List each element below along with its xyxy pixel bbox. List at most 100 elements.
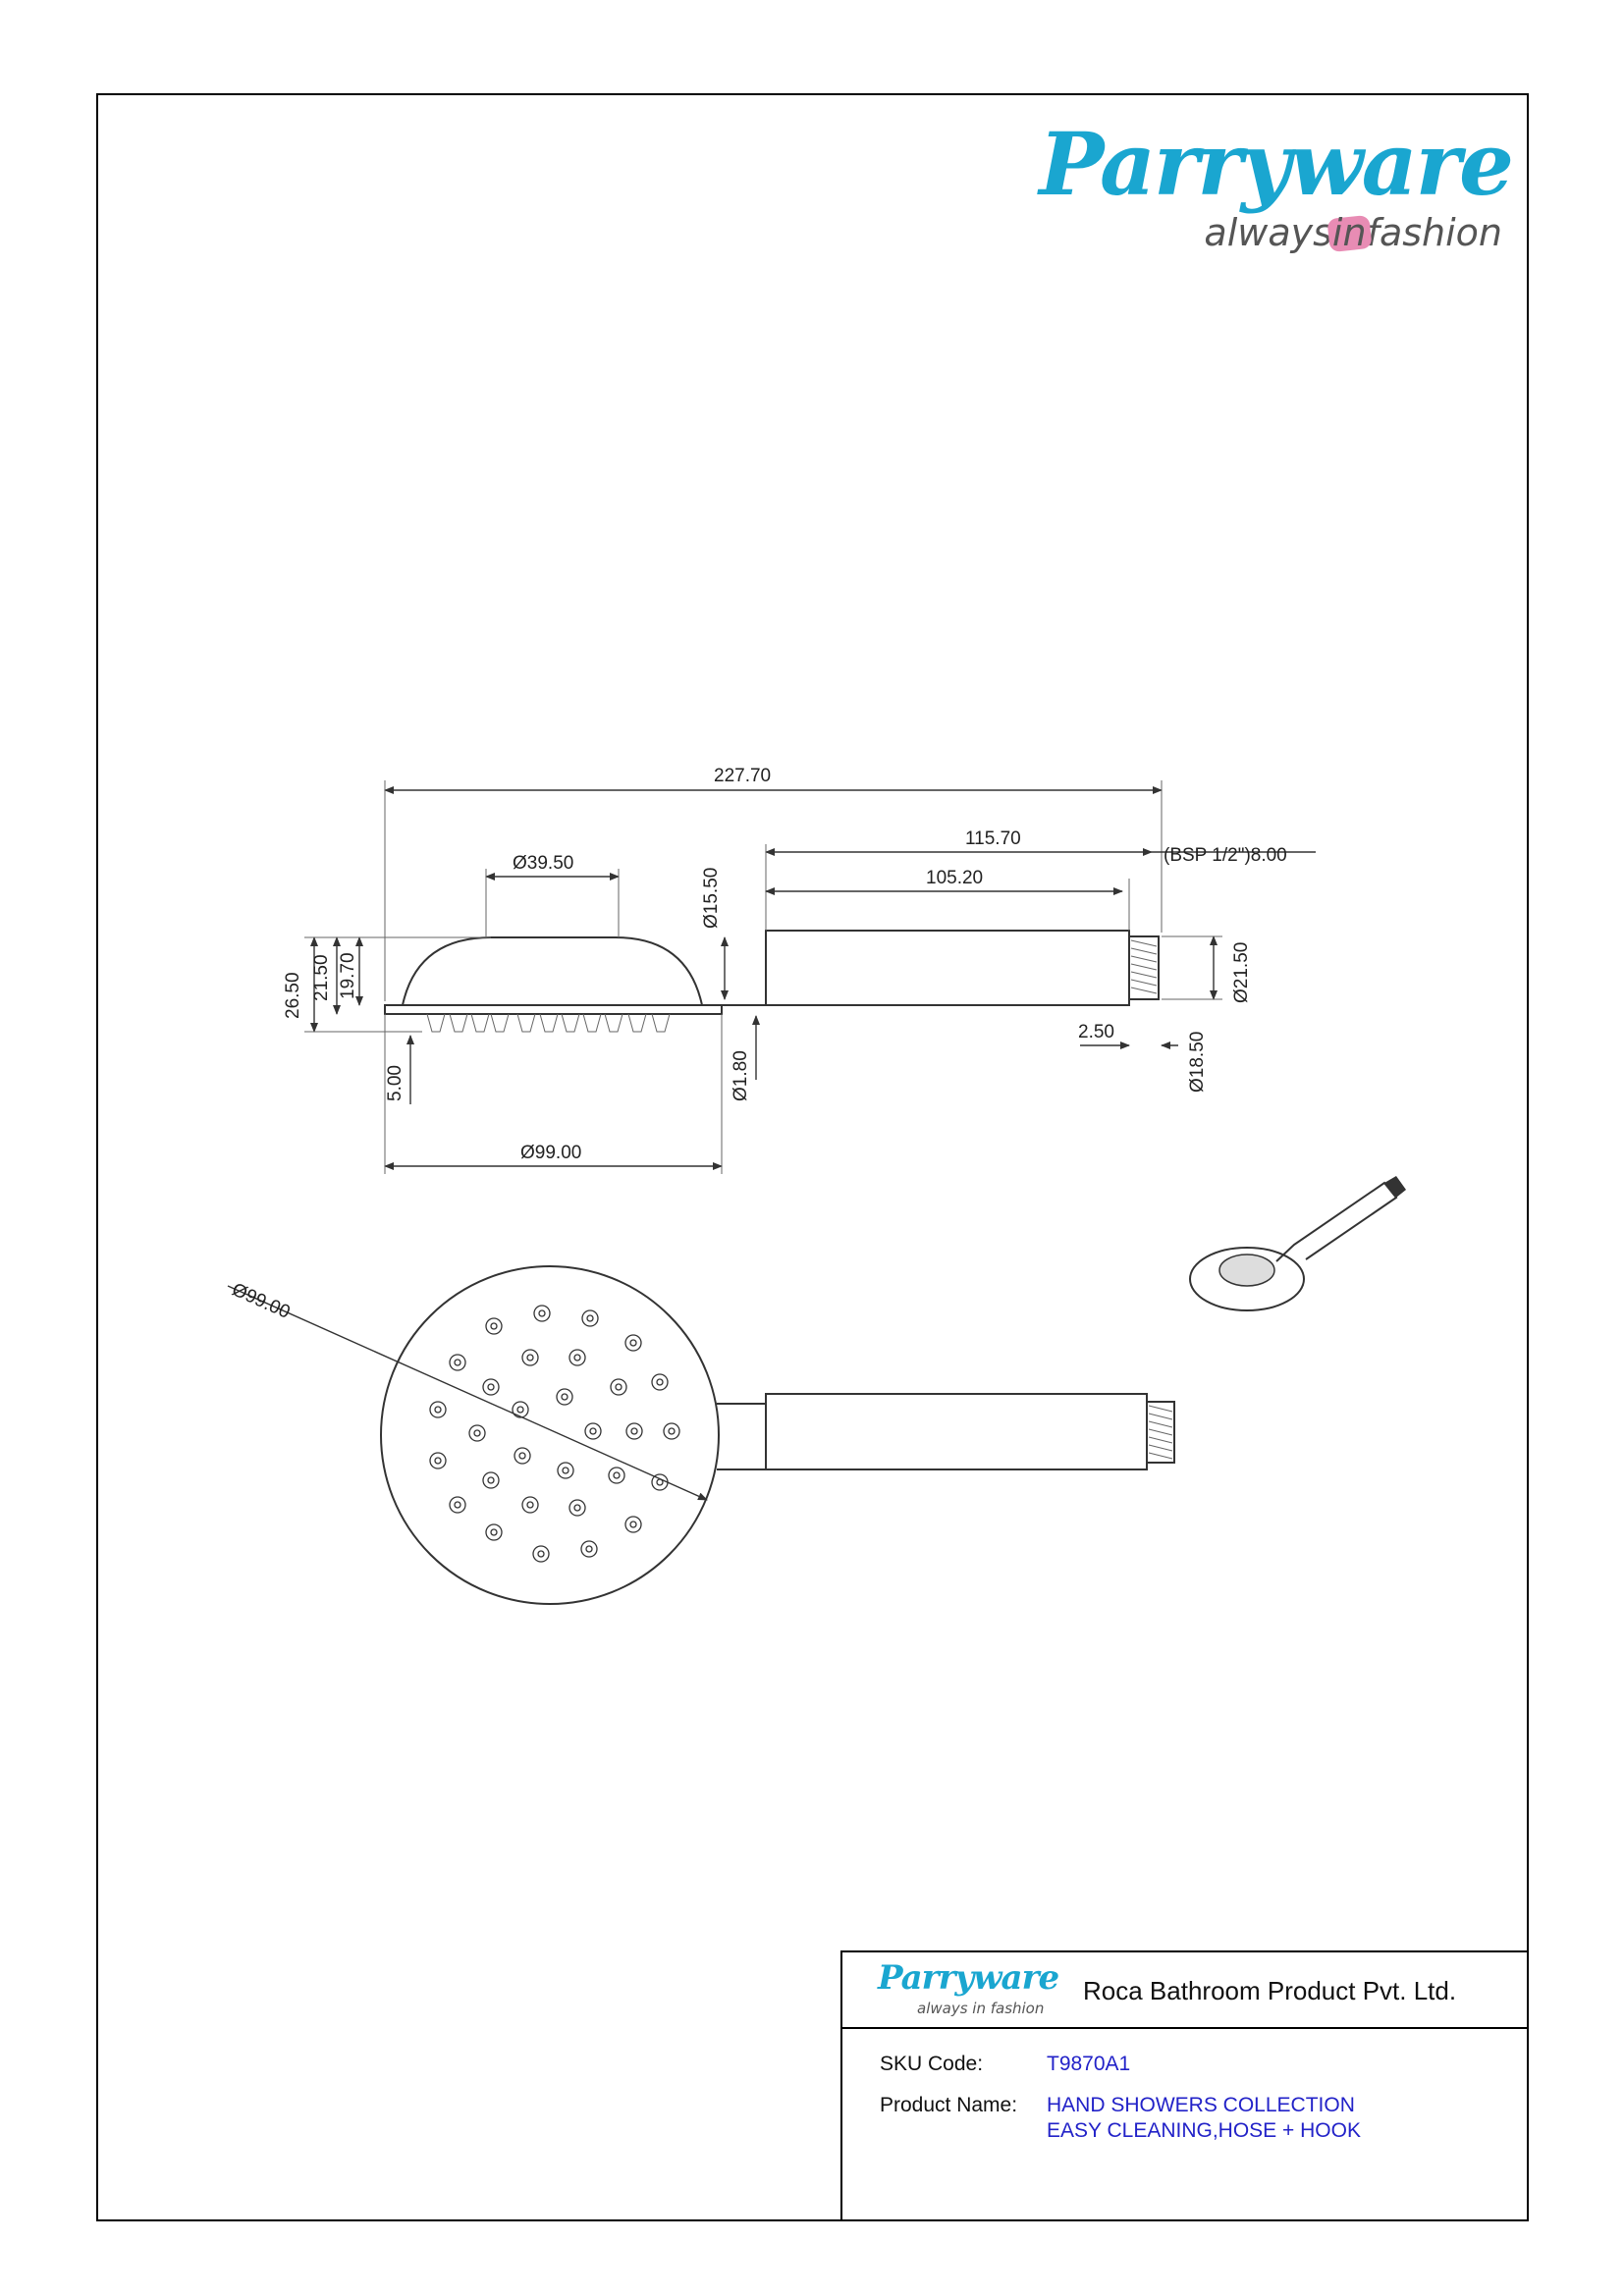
dim-dome-height: 19.70 bbox=[338, 952, 358, 999]
product-line-2: EASY CLEANING,HOSE + HOOK bbox=[1047, 2119, 1361, 2142]
nozzle-hole bbox=[557, 1462, 574, 1479]
dim-handle-body: 105.20 bbox=[926, 868, 983, 888]
dim-plate-thickness: Ø1.80 bbox=[731, 1050, 751, 1101]
handle bbox=[765, 930, 1130, 1006]
sku-label: SKU Code: bbox=[880, 2053, 984, 2075]
nozzle-hole bbox=[651, 1373, 669, 1391]
dim-thread-gap: 2.50 bbox=[1078, 1022, 1114, 1042]
front-neck bbox=[717, 1403, 767, 1470]
nozzle-hole bbox=[434, 1457, 442, 1465]
dim-dome-diameter: Ø39.50 bbox=[513, 853, 573, 874]
nozzle-hole bbox=[561, 1393, 568, 1401]
nozzle-hole bbox=[482, 1378, 500, 1396]
nozzle-hole bbox=[585, 1545, 593, 1553]
nozzle-hole bbox=[532, 1545, 550, 1563]
nozzle-hole bbox=[434, 1406, 442, 1414]
dim-head-diameter: Ø99.00 bbox=[520, 1143, 581, 1163]
dim-head-height: 21.50 bbox=[311, 954, 332, 1001]
nozzle-hole bbox=[490, 1528, 498, 1536]
iso-face bbox=[1189, 1247, 1305, 1311]
thread bbox=[1128, 935, 1160, 1000]
shower-face bbox=[380, 1265, 720, 1605]
dim-handle-diameter: Ø21.50 bbox=[1231, 942, 1252, 1003]
tagline-highlight: in bbox=[1331, 211, 1367, 254]
nozzle-hole bbox=[468, 1424, 486, 1442]
product-label: Product Name: bbox=[880, 2094, 1018, 2116]
iso-thread bbox=[1384, 1176, 1406, 1198]
nozzle-hole bbox=[487, 1383, 495, 1391]
brand-tagline: alwaysinfashion bbox=[1204, 211, 1502, 254]
nozzle-hole bbox=[526, 1354, 534, 1362]
nozzle-hole bbox=[538, 1309, 546, 1317]
nozzle-hole bbox=[449, 1354, 466, 1371]
dim-face-diameter: Ø99.00 bbox=[229, 1279, 293, 1323]
nozzle-hole bbox=[613, 1471, 621, 1479]
nozzle-hole bbox=[454, 1359, 461, 1366]
nozzle-hole bbox=[624, 1516, 642, 1533]
nozzle-hole bbox=[454, 1501, 461, 1509]
tb-brand-tagline: always in fashion bbox=[917, 2000, 1045, 2017]
nozzle-hole bbox=[615, 1383, 623, 1391]
brand-logo: Parryware alwaysinfashion bbox=[1039, 113, 1514, 270]
nozzle-hole bbox=[629, 1521, 637, 1528]
nozzle-hole bbox=[586, 1314, 594, 1322]
dim-neck-diameter: Ø15.50 bbox=[701, 868, 722, 929]
nozzle-hole bbox=[630, 1427, 638, 1435]
dim-thread-inner: Ø18.50 bbox=[1187, 1032, 1208, 1093]
nozzle-hole bbox=[518, 1452, 526, 1460]
dim-total-height: 26.50 bbox=[283, 972, 303, 1019]
nozzle-hole bbox=[487, 1476, 495, 1484]
nozzle-hole bbox=[485, 1317, 503, 1335]
nozzle-hole bbox=[625, 1422, 643, 1440]
nozzle-hole bbox=[663, 1422, 680, 1440]
nozzle-hole bbox=[482, 1471, 500, 1489]
nozzle-hole bbox=[485, 1523, 503, 1541]
brand-name: Parryware bbox=[1039, 113, 1514, 215]
front-handle bbox=[765, 1393, 1148, 1470]
nozzle-hole bbox=[512, 1401, 529, 1418]
nozzle-hole bbox=[516, 1406, 524, 1414]
nozzle-hole bbox=[562, 1467, 569, 1474]
nozzle-hole bbox=[514, 1447, 531, 1465]
nozzle-hole bbox=[521, 1349, 539, 1366]
thread-hatch bbox=[1130, 939, 1158, 994]
title-block: Parryware always in fashion Roca Bathroo… bbox=[840, 1950, 1529, 2221]
nozzle-hole bbox=[568, 1349, 586, 1366]
dim-overall-length: 227.70 bbox=[714, 766, 771, 786]
nozzle-hole bbox=[668, 1427, 676, 1435]
drawing-frame bbox=[96, 93, 1529, 2221]
side-view: 227.70 115.70 (BSP 1/2")8.00 105.20 Ø39.… bbox=[283, 766, 1316, 1174]
nozzle-hole bbox=[624, 1334, 642, 1352]
nozzle-hole bbox=[556, 1388, 573, 1406]
nozzle-hole bbox=[573, 1504, 581, 1512]
nozzle-hole bbox=[573, 1354, 581, 1362]
nozzle-hole bbox=[581, 1309, 599, 1327]
nozzle-hole bbox=[656, 1478, 664, 1486]
nozzle-holes bbox=[429, 1305, 680, 1563]
nozzle-hole bbox=[568, 1499, 586, 1517]
sku-value: T9870A1 bbox=[1047, 2053, 1131, 2075]
iso-handle bbox=[1275, 1181, 1398, 1262]
iso-dome bbox=[1218, 1254, 1275, 1287]
nozzle-hole bbox=[429, 1452, 447, 1469]
nozzle-hole bbox=[584, 1422, 602, 1440]
nozzle-hole bbox=[490, 1322, 498, 1330]
nozzle-hole bbox=[521, 1496, 539, 1514]
dim-handle-length: 115.70 bbox=[965, 828, 1021, 849]
nozzle-hole bbox=[449, 1496, 466, 1514]
nozzle-hole bbox=[629, 1339, 637, 1347]
dim-nozzle-height: 5.00 bbox=[385, 1065, 406, 1101]
product-line-1: HAND SHOWERS COLLECTION bbox=[1047, 2094, 1355, 2116]
front-thread bbox=[1146, 1401, 1175, 1464]
nozzle-hole bbox=[473, 1429, 481, 1437]
nozzle-hole bbox=[429, 1401, 447, 1418]
title-block-header: Parryware always in fashion Roca Bathroo… bbox=[842, 1952, 1529, 2029]
nozzle-hole bbox=[610, 1378, 627, 1396]
shower-dome bbox=[402, 936, 703, 1006]
company-name: Roca Bathroom Product Pvt. Ltd. bbox=[1083, 1976, 1457, 2005]
nozzle-hole bbox=[656, 1378, 664, 1386]
face-plate bbox=[384, 1004, 723, 1015]
nozzle-hole bbox=[651, 1473, 669, 1491]
nozzle-hole bbox=[580, 1540, 598, 1558]
